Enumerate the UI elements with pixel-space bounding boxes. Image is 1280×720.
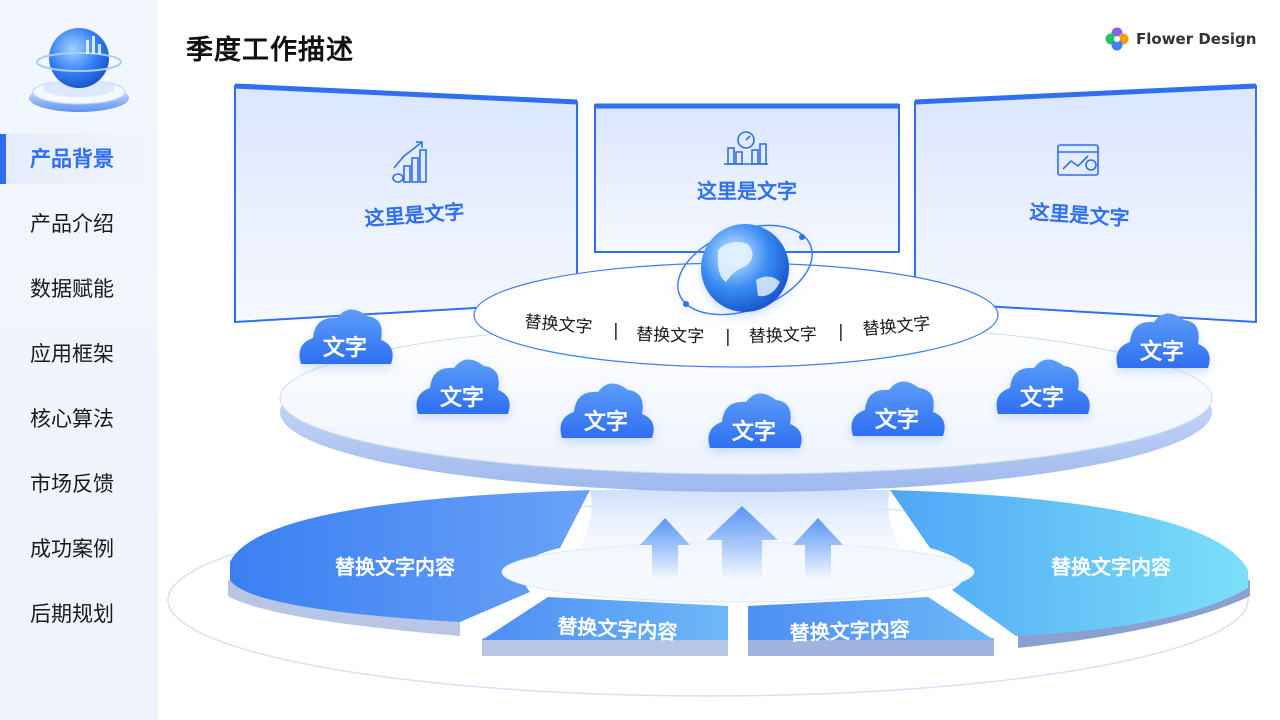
cloud-label-2: 文字 xyxy=(440,385,484,411)
globe-logo-icon xyxy=(29,28,129,112)
cloud-label-7: 文字 xyxy=(1140,339,1184,365)
cloud-1: 文字 xyxy=(299,309,393,364)
flower-logo-icon xyxy=(1105,27,1129,51)
brand-name: Flower Design xyxy=(1136,30,1257,48)
cloud-4: 文字 xyxy=(708,393,802,448)
sidebar-nav: 产品背景产品介绍数据赋能应用框架核心算法市场反馈成功案例后期规划 xyxy=(0,134,158,654)
sidebar-item-6[interactable]: 市场反馈 xyxy=(30,472,114,496)
segment-label-1: 替换文字内容 xyxy=(335,555,455,579)
clouds: 文字文字文字文字文字文字文字 xyxy=(299,309,1210,448)
diagram-stage: 这里是文字 这里是文字 这里是文字 替换文字内容 替换文字内容 替换文字内容 替… xyxy=(167,83,1257,697)
cloud-label-4: 文字 xyxy=(732,419,776,445)
sidebar-item-5[interactable]: 核心算法 xyxy=(30,407,114,431)
cloud-label-5: 文字 xyxy=(875,407,919,433)
ring-separator-3: | xyxy=(838,322,844,342)
growth-coins-icon xyxy=(392,141,427,183)
segment-front-left xyxy=(482,597,728,640)
brand-logo: Flower Design xyxy=(1104,26,1256,52)
cloud-2: 文字 xyxy=(416,359,510,414)
cloud-6: 文字 xyxy=(996,359,1090,414)
segment-right xyxy=(890,490,1248,636)
sidebar-item-4[interactable]: 应用框架 xyxy=(30,342,114,366)
cloud-label-1: 文字 xyxy=(323,335,367,361)
segment-label-3: 替换文字内容 xyxy=(789,617,910,645)
ring-label-2: 替换文字 xyxy=(636,325,705,347)
sidebar-item-2[interactable]: 产品介绍 xyxy=(30,212,114,236)
segment-label-4: 替换文字内容 xyxy=(1051,555,1171,579)
sidebar: 产品背景产品介绍数据赋能应用框架核心算法市场反馈成功案例后期规划 xyxy=(0,0,158,720)
cloud-5: 文字 xyxy=(851,381,945,436)
upward-arrows xyxy=(640,506,843,580)
web-analytics-icon xyxy=(1057,144,1099,176)
sidebar-item-7[interactable]: 成功案例 xyxy=(30,537,114,561)
sidebar-item-8[interactable]: 后期规划 xyxy=(30,602,114,626)
sidebar-item-3[interactable]: 数据赋能 xyxy=(30,277,114,301)
sidebar-item-1[interactable]: 产品背景 xyxy=(0,134,158,184)
cloud-7: 文字 xyxy=(1116,313,1210,368)
ring-label-3: 替换文字 xyxy=(748,325,817,347)
panel-right xyxy=(914,83,1257,324)
page-title: 季度工作描述 xyxy=(186,35,354,66)
cloud-label-6: 文字 xyxy=(1020,385,1064,411)
globe-icon xyxy=(677,224,813,316)
panel-center-label: 这里是文字 xyxy=(697,179,797,203)
segment-front-right xyxy=(748,597,994,640)
ring-separator-2: | xyxy=(725,327,731,347)
data-dashboard-icon xyxy=(724,131,768,165)
cloud-3: 文字 xyxy=(560,383,654,438)
cloud-label-3: 文字 xyxy=(584,409,628,435)
segment-left xyxy=(230,490,590,622)
ring-separator-1: | xyxy=(613,321,619,341)
